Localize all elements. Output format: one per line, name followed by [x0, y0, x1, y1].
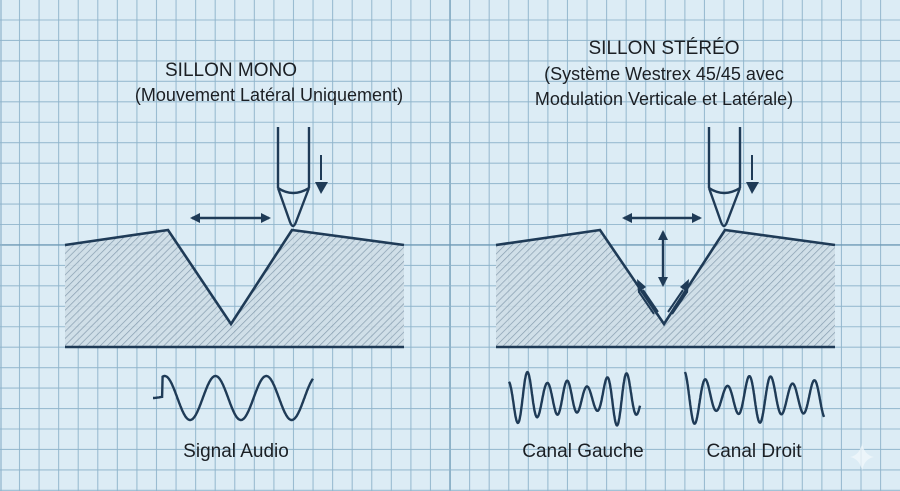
mono-groove — [64, 127, 405, 422]
stereo-title: SILLON STÉRÉO — [588, 38, 740, 59]
stereo-groove-outline — [495, 228, 836, 327]
stereo-subtitle-line-2: Modulation Verticale et Latérale) — [534, 89, 794, 109]
down-arrow-icon — [746, 155, 759, 194]
stylus-icon — [276, 127, 311, 228]
sparkle-icon — [850, 443, 874, 471]
diagonal-arrow-right-icon — [667, 279, 689, 315]
left-channel-caption: Canal Gauche — [522, 441, 644, 462]
mono-subtitle: (Mouvement Latéral Uniquement) — [134, 85, 404, 105]
mono-groove-outline — [64, 228, 405, 327]
down-arrow-icon — [315, 155, 328, 194]
stereo-groove — [495, 127, 836, 427]
mono-signal-waveform — [153, 374, 315, 422]
stereo-subtitle-line-1: (Système Westrex 45/45 avec — [544, 64, 784, 84]
diagonal-arrow-left-icon — [637, 279, 659, 315]
left-channel-waveform — [507, 370, 642, 427]
mono-caption: Signal Audio — [183, 441, 289, 462]
stylus-icon — [707, 127, 742, 228]
mono-vinyl-cross-section — [65, 230, 404, 347]
right-channel-caption: Canal Droit — [706, 441, 802, 462]
right-channel-waveform — [683, 371, 826, 425]
mono-title: SILLON MONO — [165, 60, 297, 81]
stereo-vinyl-cross-section — [496, 230, 835, 347]
